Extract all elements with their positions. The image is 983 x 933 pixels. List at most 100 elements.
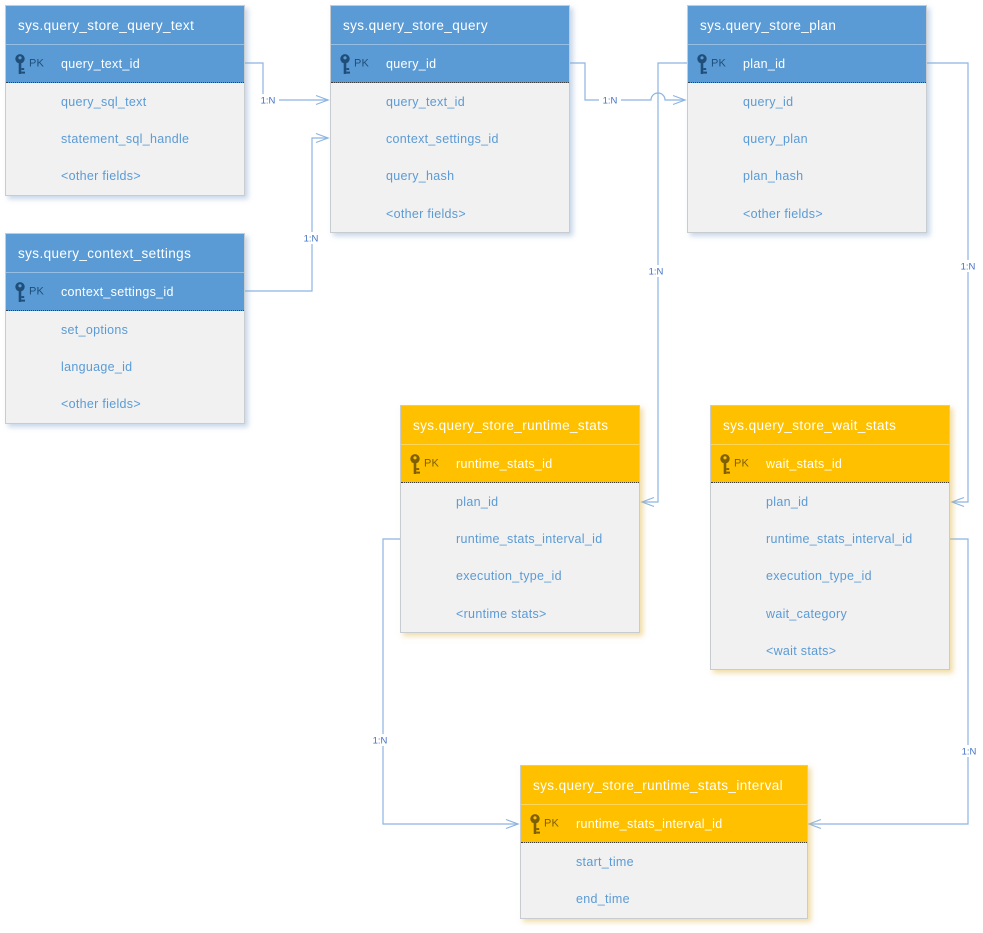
arrowhead-icon (505, 818, 520, 830)
cardinality-label: 1:N (961, 262, 976, 273)
field-name: <other fields> (743, 206, 823, 221)
field-row: end_time (521, 880, 807, 918)
pk-badge: PK (410, 453, 439, 474)
pk-badge: PK (697, 53, 726, 74)
field-name: execution_type_id (766, 569, 872, 584)
primary-key-icon (720, 453, 730, 474)
entity-title-text: sys.query_store_runtime_stats_interval (533, 777, 784, 793)
entity-title-text: sys.query_store_runtime_stats (413, 417, 609, 433)
pk-badge: PK (530, 813, 559, 834)
relationship-line-query_store_plan-query_store_wait_stats[interactable] (927, 62, 969, 503)
relationship-line-query_context_settings-query_store_query[interactable] (245, 137, 328, 292)
pk-label: PK (354, 57, 370, 70)
entity-title-text: sys.query_store_query (343, 17, 488, 33)
field-row: plan_id (401, 483, 639, 521)
cardinality-label-bg (369, 734, 391, 746)
field-row: runtime_stats_interval_id (711, 520, 949, 558)
arrowhead-icon (315, 94, 330, 106)
entity-title: sys.query_store_wait_stats (711, 406, 949, 445)
field-name: <other fields> (386, 206, 466, 221)
pk-label: PK (424, 457, 440, 470)
field-row: plan_hash (688, 157, 926, 195)
relationship-line-query_store_query-query_store_plan[interactable] (570, 62, 685, 101)
field-row: query_text_id (331, 83, 569, 121)
field-name: query_id (743, 94, 794, 109)
field-row: execution_type_id (401, 557, 639, 595)
field-row: query_plan (688, 120, 926, 158)
field-name: query_text_id (386, 94, 465, 109)
field-row: start_time (521, 843, 807, 881)
primary-key-icon (15, 281, 25, 302)
field-row: language_id (6, 348, 244, 386)
entity-title-text: sys.query_store_wait_stats (723, 417, 897, 433)
field-name: wait_category (766, 606, 848, 621)
primary-key-icon (697, 53, 707, 74)
pk-row: PK query_text_id (6, 45, 244, 83)
cardinality-label-bg (599, 94, 621, 106)
arrowhead-icon (315, 132, 330, 144)
field-name: <wait stats> (766, 643, 837, 658)
field-row: query_id (688, 83, 926, 121)
field-row: <other fields> (331, 194, 569, 233)
field-row: wait_category (711, 594, 949, 633)
cardinality-label: 1:N (603, 96, 618, 107)
field-row: <other fields> (6, 385, 244, 423)
field-row: <wait stats> (711, 632, 949, 670)
cardinality-label-bg (300, 232, 322, 244)
cardinality-label: 1:N (962, 747, 977, 758)
pk-field-name: wait_stats_id (766, 456, 843, 471)
primary-key-icon (15, 53, 25, 74)
field-name: <other fields> (61, 397, 141, 412)
field-name: context_settings_id (386, 131, 499, 146)
arrowhead-icon (672, 94, 687, 106)
entity-title: sys.query_store_plan (688, 6, 926, 45)
field-name: query_hash (386, 169, 455, 184)
entity-title: sys.query_store_runtime_stats (401, 406, 639, 445)
pk-field-name: query_text_id (61, 56, 140, 71)
relationship-line-query_store_plan-query_store_runtime_stats[interactable] (642, 62, 687, 503)
field-row: <other fields> (688, 194, 926, 233)
relationship-line-query_store_wait_stats-query_store_runtime_stats_interval[interactable] (809, 538, 969, 825)
cardinality-label: 1:N (373, 736, 388, 747)
field-name: query_sql_text (61, 94, 147, 109)
field-row: query_hash (331, 157, 569, 195)
pk-label: PK (711, 57, 727, 70)
pk-label: PK (544, 817, 560, 830)
relationship-line-query_store_query_text-query_store_query[interactable] (245, 62, 328, 101)
field-name: end_time (576, 891, 630, 906)
primary-key-icon (530, 813, 540, 834)
field-row: execution_type_id (711, 557, 949, 595)
field-row: query_sql_text (6, 83, 244, 121)
pk-badge: PK (15, 281, 44, 302)
pk-badge: PK (720, 453, 749, 474)
pk-row: PK runtime_stats_id (401, 445, 639, 483)
pk-badge: PK (15, 53, 44, 74)
entity-title-text: sys.query_store_plan (700, 17, 837, 33)
arrowhead-icon (950, 496, 965, 508)
pk-field-name: runtime_stats_id (456, 456, 553, 471)
entity-title-text: sys.query_context_settings (18, 245, 192, 261)
relationship-line-query_store_runtime_stats-query_store_runtime_stats_interval[interactable] (382, 538, 518, 825)
field-row: set_options (6, 311, 244, 349)
field-row: <other fields> (6, 157, 244, 195)
field-name: runtime_stats_interval_id (456, 531, 603, 546)
pk-row: PK wait_stats_id (711, 445, 949, 483)
field-name: plan_id (456, 494, 499, 509)
field-name: plan_id (766, 494, 809, 509)
field-name: query_plan (743, 131, 808, 146)
entity-title: sys.query_store_query_text (6, 6, 244, 45)
entity-title: sys.query_context_settings (6, 234, 244, 273)
cardinality-label-bg (957, 260, 979, 272)
